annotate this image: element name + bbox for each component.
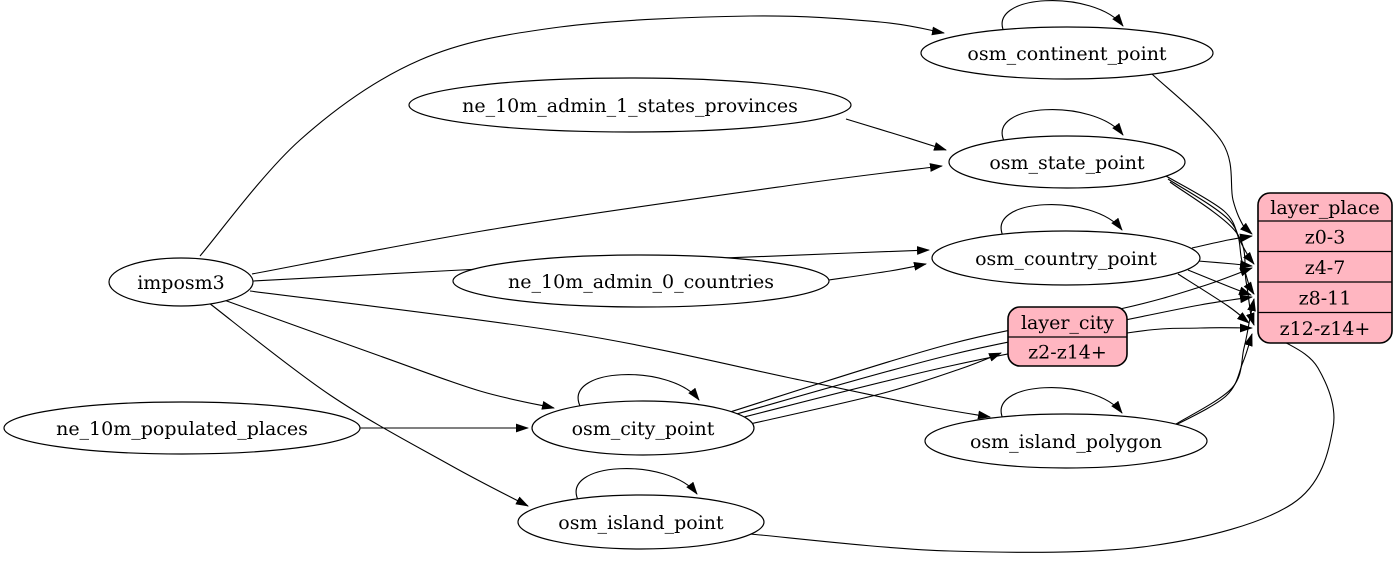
edge-osm_state_point-to-layer_place-row3 — [1169, 181, 1255, 326]
ne_10m_populated_places-label: ne_10m_populated_places — [56, 418, 308, 440]
ne_10m_admin_1_states_provinces-label: ne_10m_admin_1_states_provinces — [462, 95, 798, 117]
node-osm_continent_point: osm_continent_point — [920, 26, 1214, 80]
edge-osm_country_point-to-layer_place-row3 — [1177, 273, 1250, 324]
ne_10m_admin_1_states_provinces-shape — [408, 77, 852, 133]
node-ne_10m_populated_places: ne_10m_populated_places — [3, 401, 361, 455]
edge-osm_city_point-to-layer_city-row0 — [749, 352, 1002, 425]
layer_city-row-0: z2-z14+ — [1028, 342, 1107, 364]
ne_10m_admin_0_countries-label: ne_10m_admin_0_countries — [508, 271, 774, 293]
edge-osm_continent_point-to-layer_place-row0 — [1151, 73, 1253, 235]
layer_place-shape — [1257, 192, 1393, 344]
osm_continent_point-label: osm_continent_point — [967, 43, 1167, 65]
layer_place-row-1: z4-7 — [1305, 257, 1346, 279]
imposm3-shape — [108, 257, 254, 307]
edge-osm_island_polygon-to-layer_place-row2 — [1175, 298, 1256, 425]
ne_10m_populated_places-shape — [3, 401, 361, 455]
node-layer_city: layer_city z2-z14+ — [1007, 306, 1128, 367]
node-layer_place: layer_place z0-3 z4-7 z8-11 z12-z14+ — [1257, 192, 1393, 344]
self-loop-osm_island_point — [575, 468, 698, 503]
osm_island_polygon-label: osm_island_polygon — [970, 431, 1162, 453]
imposm3-label: imposm3 — [137, 272, 225, 294]
node-ne_10m_admin_0_countries: ne_10m_admin_0_countries — [452, 254, 830, 308]
nodes-layer: imposm3 ne_10m_admin_1_states_provincesne… — [3, 26, 1393, 550]
edge-osm_country_point-to-layer_place-row0 — [1191, 233, 1253, 249]
osm_continent_point-shape — [920, 26, 1214, 80]
node-ne_10m_admin_1_states_provinces: ne_10m_admin_1_states_provinces — [408, 77, 852, 133]
edge-osm_island_polygon-to-layer_place-row3 — [1171, 333, 1253, 428]
edge-imposm3-to-osm_city_point — [223, 299, 555, 410]
edge-imposm3-to-osm_island_point — [208, 302, 529, 507]
edge-imposm3-to-osm_island_polygon — [249, 290, 991, 420]
osm_country_point-shape — [931, 230, 1201, 286]
layer_place-row-0: z0-3 — [1305, 226, 1346, 248]
edges-layer — [199, 0, 1335, 553]
edge-ne_10m_admin_0_countries-to-osm_country_point — [828, 261, 927, 281]
node-osm_state_point: osm_state_point — [948, 135, 1186, 189]
self-loop-osm_city_point — [577, 374, 700, 409]
node-osm_island_polygon: osm_island_polygon — [924, 413, 1208, 469]
node-osm_country_point: osm_country_point — [931, 230, 1201, 286]
edge-ne_10m_admin_1_states_provinces-to-osm_state_point — [845, 118, 947, 151]
self-loop-osm_country_point — [1000, 204, 1123, 239]
edge-osm_state_point-to-layer_place-row2 — [1167, 178, 1255, 295]
layer_place-title: layer_place — [1270, 197, 1379, 219]
self-loop-osm_island_polygon — [1000, 387, 1123, 422]
node-osm_city_point: osm_city_point — [531, 400, 755, 456]
ne_10m_admin_0_countries-shape — [452, 254, 830, 308]
self-loop-osm_state_point — [1001, 109, 1124, 144]
node-osm_island_point: osm_island_point — [517, 494, 765, 550]
edge-osm_country_point-to-layer_place-row2 — [1187, 269, 1252, 296]
osm_state_point-label: osm_state_point — [989, 152, 1145, 174]
edge-imposm3-to-osm_state_point — [251, 163, 943, 275]
osm_state_point-shape — [948, 135, 1186, 189]
osm_island_point-label: osm_island_point — [558, 512, 724, 534]
osm_city_point-label: osm_city_point — [572, 418, 715, 440]
layer_city-title: layer_city — [1021, 312, 1114, 334]
self-loop-osm_continent_point — [1001, 0, 1124, 35]
edge-imposm3-to-osm_continent_point — [199, 15, 945, 257]
osm_country_point-label: osm_country_point — [975, 248, 1157, 270]
edge-osm_city_point-to-layer_place-row3 — [735, 323, 1253, 420]
edge-osm_country_point-to-layer_place-row1 — [1197, 260, 1253, 270]
osm_island_polygon-shape — [924, 413, 1208, 469]
node-imposm3: imposm3 — [108, 257, 254, 307]
layer_place-row-3: z12-z14+ — [1280, 318, 1371, 340]
osm_city_point-shape — [531, 400, 755, 456]
layer_place-row-2: z8-11 — [1299, 287, 1352, 309]
edge-osm_island_point-to-layer_place-row3 — [749, 332, 1335, 553]
osm_island_point-shape — [517, 494, 765, 550]
